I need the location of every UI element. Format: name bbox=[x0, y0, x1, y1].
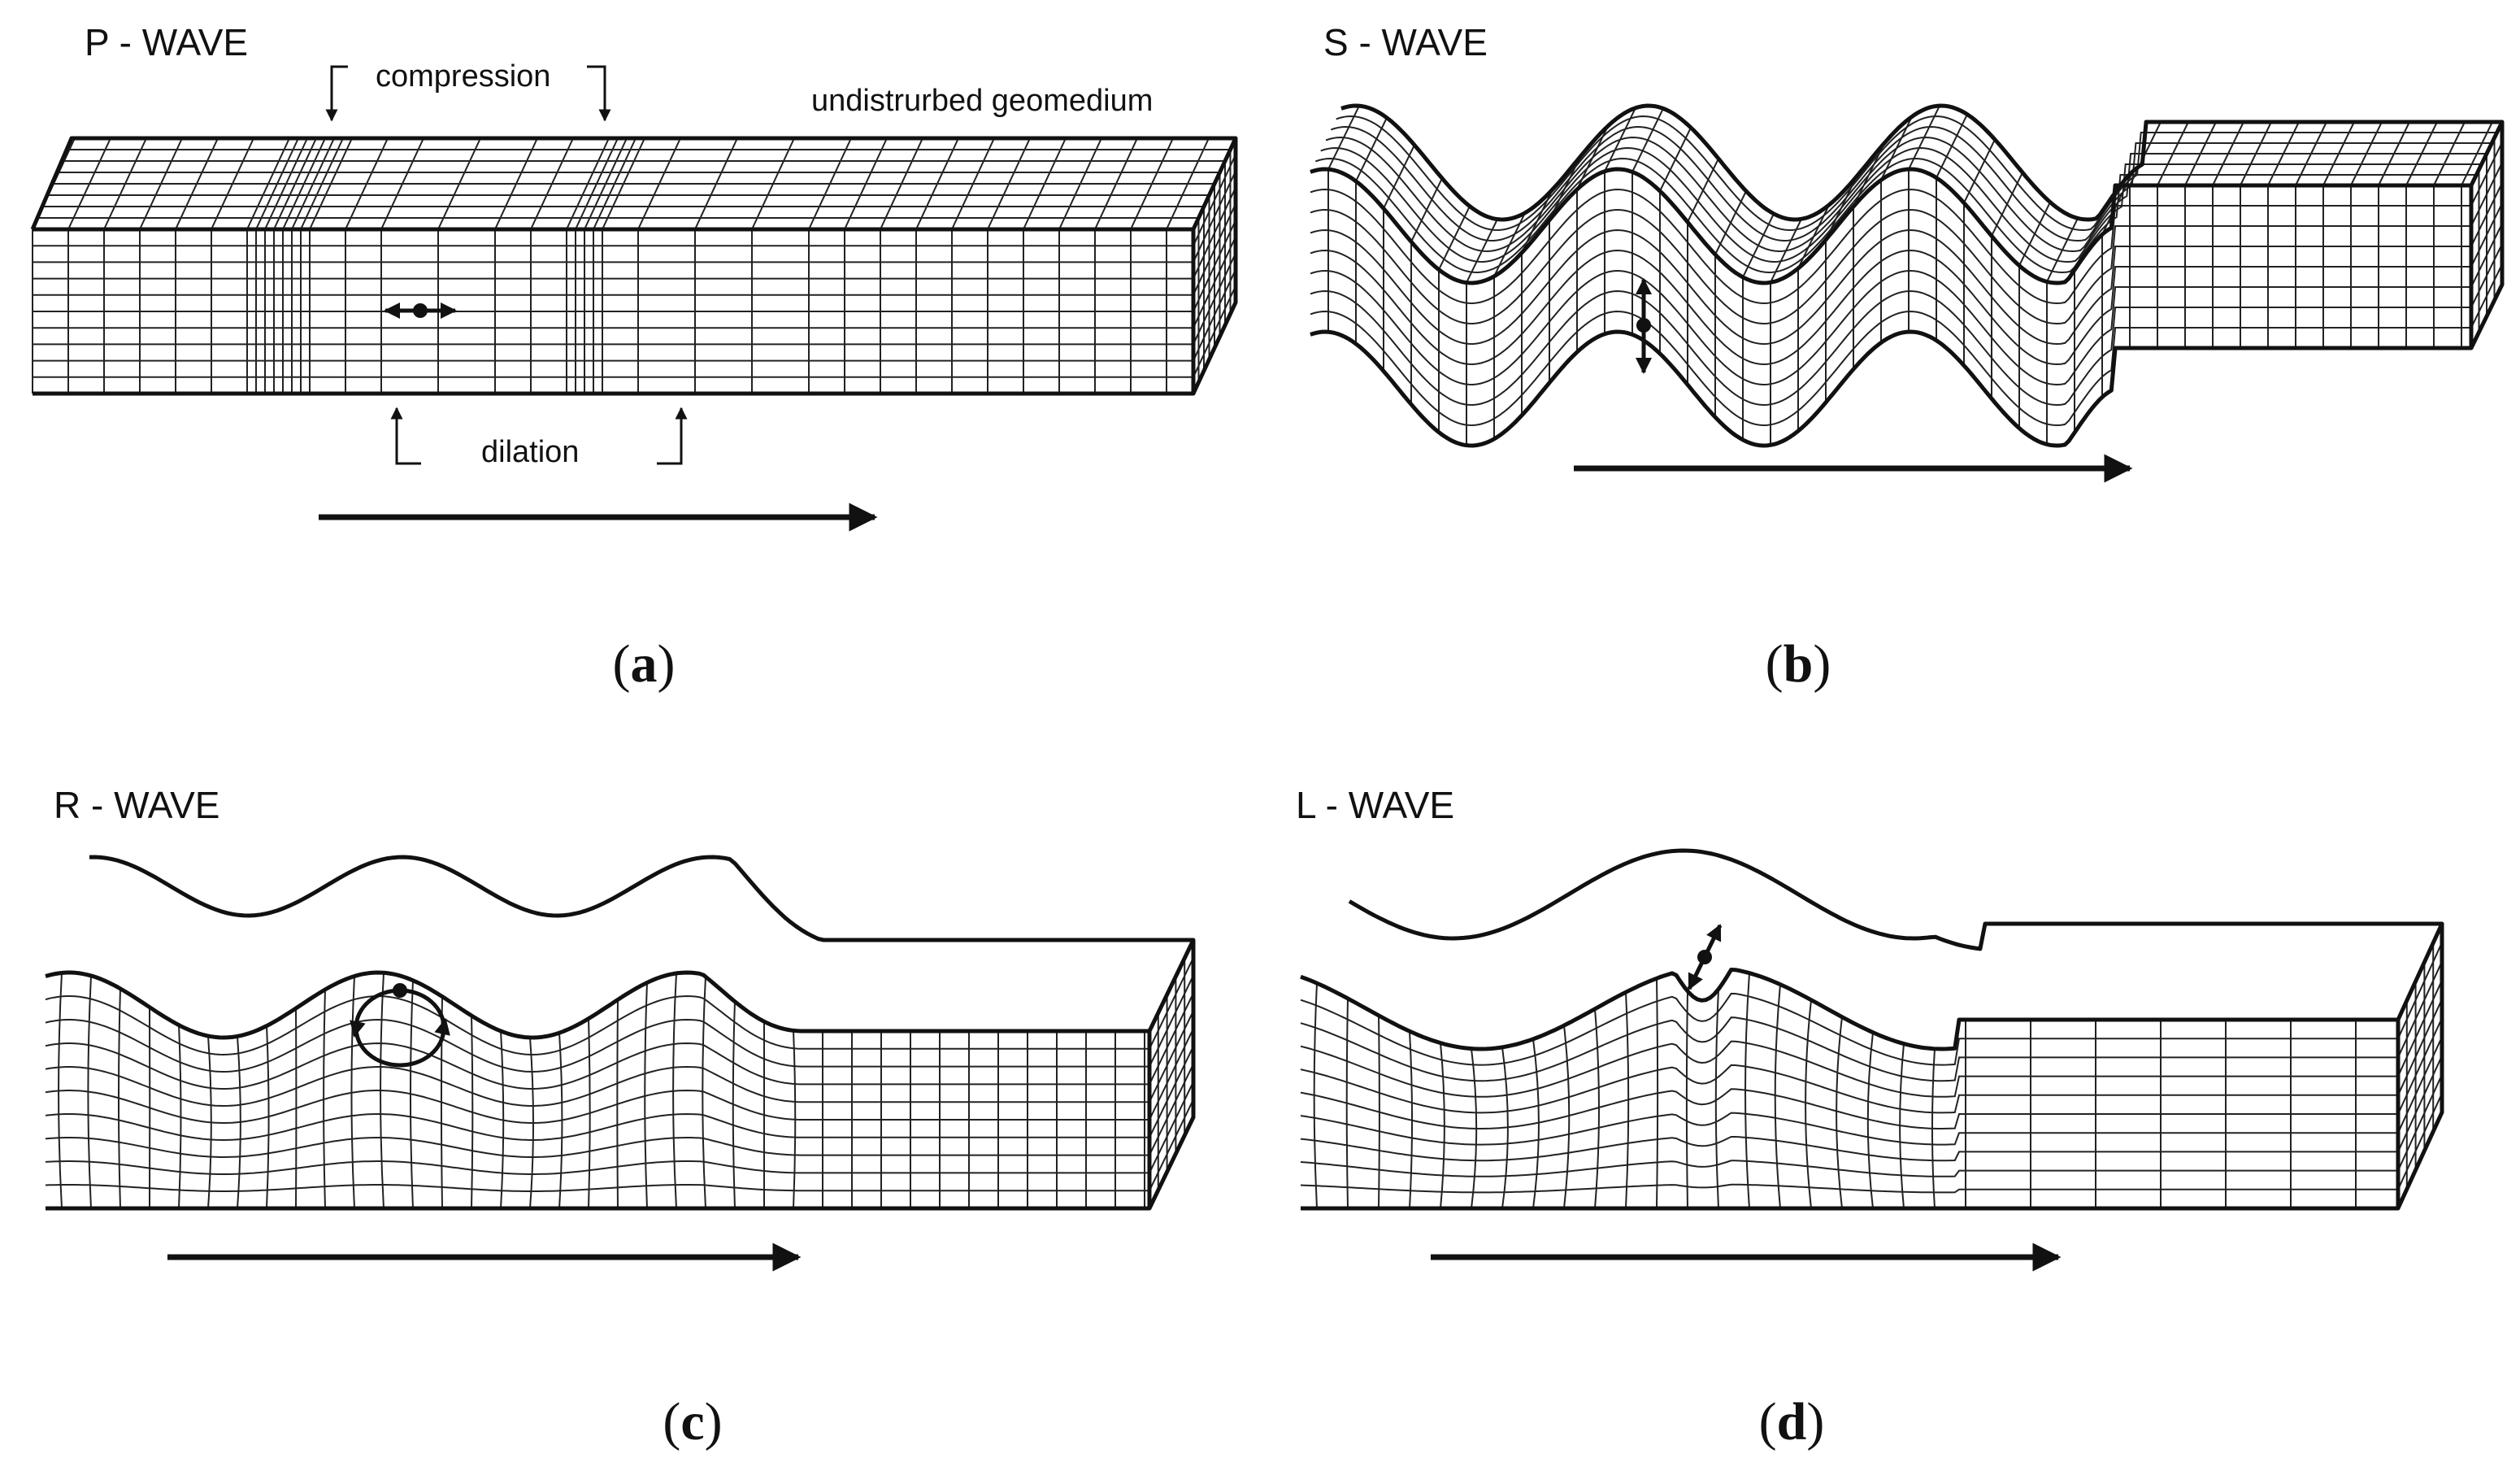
s-wave-block-grid bbox=[1310, 104, 2503, 447]
caption-b: (b) bbox=[1766, 634, 1831, 694]
panel-d-l-wave: L - WAVE bbox=[1296, 784, 2444, 1272]
p-wave-block-grid bbox=[32, 137, 1236, 394]
elliptical-particle-motion-icon bbox=[350, 983, 450, 1068]
particle-motion-vertical-icon bbox=[1636, 278, 1652, 374]
caption-d: (d) bbox=[1759, 1392, 1825, 1451]
panel-a-p-wave: P - WAVE compression undistrurbed geomed… bbox=[30, 21, 1238, 532]
p-wave-block-outline bbox=[30, 136, 1238, 396]
l-wave-block-grid bbox=[1300, 942, 2443, 1209]
caption-c: (c) bbox=[663, 1392, 722, 1451]
panel-c-title: R - WAVE bbox=[54, 784, 219, 826]
panel-a-title: P - WAVE bbox=[85, 21, 248, 63]
compression-arrows bbox=[325, 65, 611, 122]
r-wave-block-grid bbox=[45, 957, 1194, 1209]
s-wave-block-outline bbox=[1310, 103, 2505, 448]
panel-b-title: S - WAVE bbox=[1323, 21, 1488, 63]
dilation-label: dilation bbox=[481, 435, 579, 469]
r-wave-block-outline bbox=[45, 855, 1196, 1211]
compression-label: compression bbox=[376, 59, 550, 94]
undisturbed-geomedium-label: undistrurbed geomedium bbox=[811, 84, 1153, 118]
caption-a: (a) bbox=[613, 634, 676, 694]
l-wave-block-outline bbox=[1300, 848, 2444, 1211]
transverse-particle-motion-icon bbox=[1687, 924, 1723, 990]
panel-b-s-wave: S - WAVE bbox=[1310, 21, 2505, 483]
panel-d-title: L - WAVE bbox=[1296, 784, 1454, 826]
particle-motion-horizontal-icon bbox=[384, 302, 457, 319]
panel-c-r-wave: R - WAVE bbox=[45, 784, 1196, 1272]
dilation-arrows bbox=[390, 407, 688, 465]
